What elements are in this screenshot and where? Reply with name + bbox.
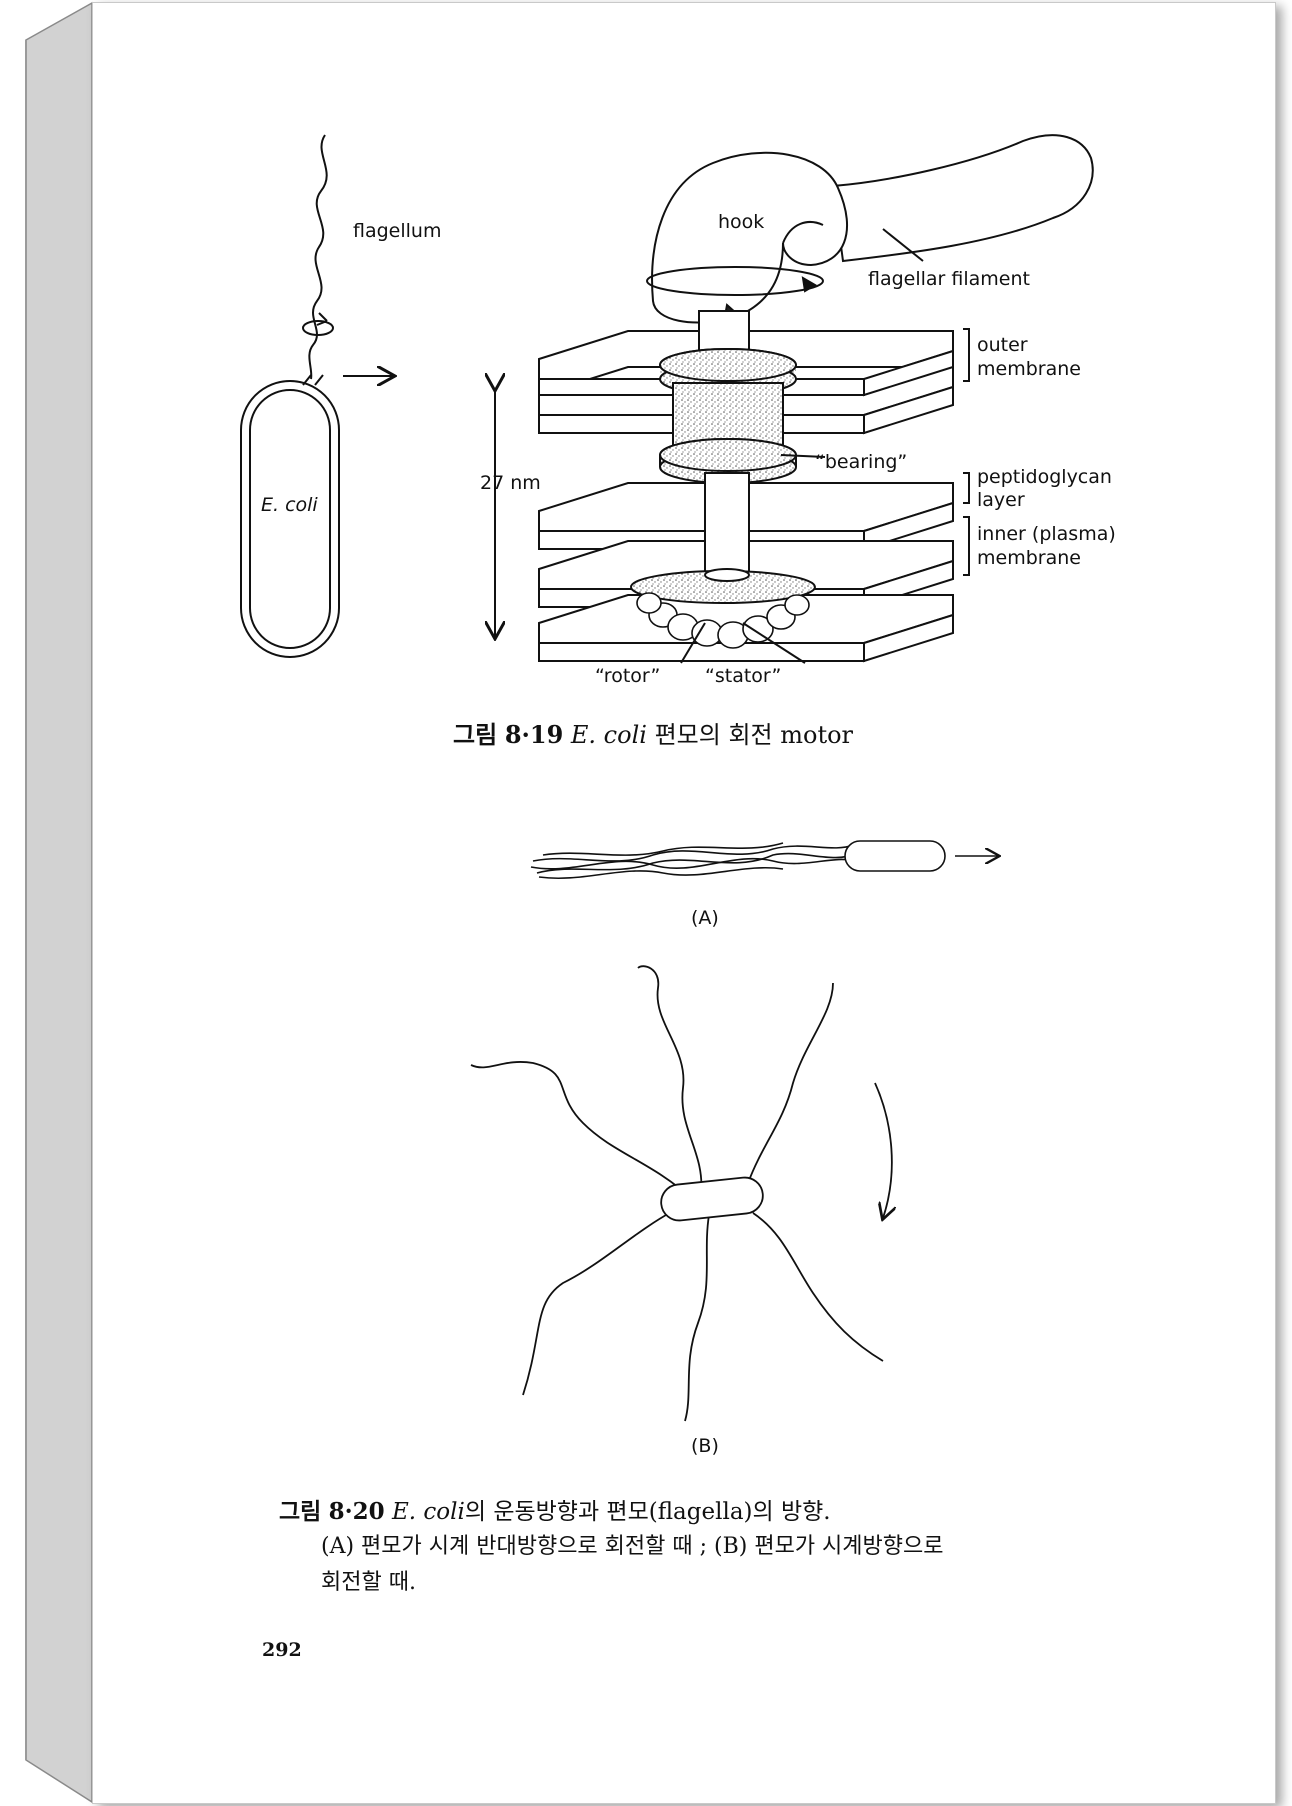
label-inner-membrane: membrane bbox=[977, 547, 1081, 569]
rotation-loop bbox=[303, 321, 333, 335]
label-27nm: 27 nm bbox=[480, 472, 541, 494]
ecoli-cell-drawing bbox=[241, 135, 393, 657]
bundle-cell bbox=[845, 841, 945, 871]
label-inner-plasma: inner (plasma) bbox=[977, 523, 1116, 545]
caption-number: 8·19 bbox=[505, 720, 563, 749]
label-rotor: “rotor” bbox=[595, 665, 660, 687]
tumbling-cell-body bbox=[659, 1176, 764, 1222]
tumbling-cell-drawing bbox=[471, 966, 892, 1421]
label-stator: “stator” bbox=[705, 665, 781, 687]
figure-8-19-caption: 그림 8·19 E. coli 편모의 회전 motor bbox=[453, 715, 853, 750]
flagellar-filament bbox=[833, 135, 1093, 261]
book-page: flagellum E. coli bbox=[92, 2, 1276, 1804]
caption-species: E. coli bbox=[571, 721, 647, 749]
caption-prefix: 그림 bbox=[279, 1498, 321, 1525]
label-ecoli: E. coli bbox=[261, 494, 318, 516]
cell-body bbox=[241, 381, 339, 657]
rotation-direction-arrow bbox=[875, 1083, 892, 1218]
label-layer: layer bbox=[977, 489, 1025, 511]
motor-shaft bbox=[705, 473, 749, 575]
label-outer: outer bbox=[977, 334, 1028, 356]
flagellar-bundle-drawing bbox=[531, 841, 998, 878]
book-spine bbox=[0, 0, 100, 1806]
caption-prefix: 그림 bbox=[453, 720, 497, 749]
label-hook: hook bbox=[718, 211, 764, 233]
label-peptidoglycan: peptidoglycan bbox=[977, 466, 1112, 488]
caption-number: 8·20 bbox=[329, 1498, 385, 1525]
page-number: 292 bbox=[262, 1639, 302, 1661]
hook bbox=[652, 153, 847, 323]
panel-b-label: (B) bbox=[691, 1435, 719, 1457]
caption-species: E. coli bbox=[392, 1499, 465, 1525]
rotary-motor-drawing bbox=[495, 135, 1093, 663]
label-flagellum: flagellum bbox=[353, 220, 441, 242]
figure-8-20-caption-line2: (A) 편모가 시계 반대방향으로 회전할 때 ; (B) 편모가 시계방향으로 bbox=[321, 1528, 944, 1560]
figure-8-20-caption: 그림 8·20 E. coli의 운동방향과 편모(flagella)의 방향. bbox=[279, 1492, 831, 1526]
caption-text: 편모의 회전 motor bbox=[655, 721, 853, 749]
label-bearing: “bearing” bbox=[815, 451, 907, 473]
label-flagellar-filament: flagellar filament bbox=[868, 268, 1030, 290]
figure-8-20-caption-line3: 회전할 때. bbox=[321, 1564, 416, 1596]
flagellum-wave bbox=[309, 135, 326, 379]
label-outer-membrane: membrane bbox=[977, 358, 1081, 380]
panel-a-label: (A) bbox=[691, 907, 719, 929]
caption-text: 의 운동방향과 편모(flagella)의 방향. bbox=[465, 1499, 831, 1525]
